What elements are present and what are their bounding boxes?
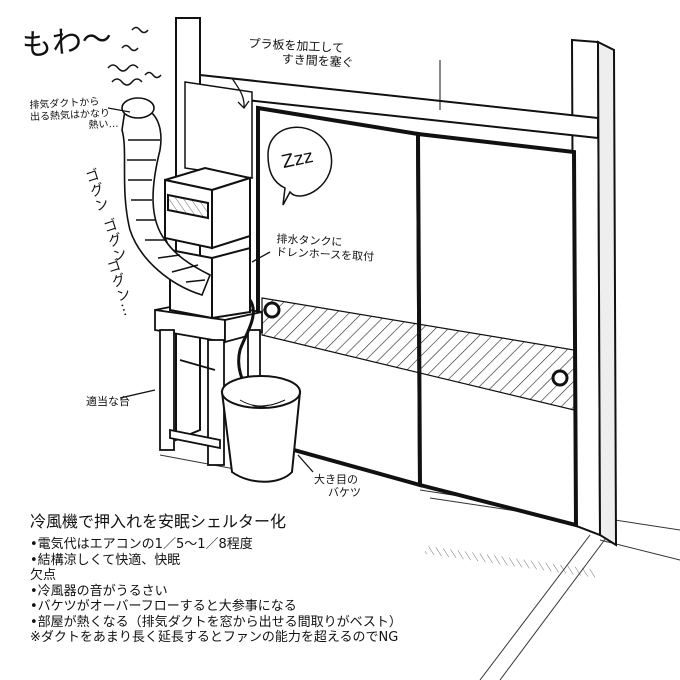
- door-pull-right: [551, 369, 569, 387]
- caption-line: •冷風器の音がうるさい: [30, 583, 168, 599]
- air-cooler: [164, 166, 254, 320]
- label-exhaust: 排気ダクトから 出る熱気はかなり 熱い…: [29, 96, 119, 135]
- label-bucket: 大き目の バケツ: [314, 473, 361, 499]
- heat-waves: [107, 26, 162, 86]
- caption-line: •結構涼しくて快適、快眠: [30, 552, 181, 568]
- label-plastic-board: プラ板を加工して すき間を塞ぐ: [247, 36, 354, 70]
- speech-bubble: [267, 126, 333, 206]
- bucket: [220, 375, 302, 483]
- door-pull-left: [263, 301, 281, 319]
- caption-body: •電気代はエアコンの1／5〜1／8程度 •結構涼しくて快適、快眠 欠点 •冷風器…: [30, 537, 402, 646]
- exhaust-duct: [121, 97, 212, 296]
- caption-title: 冷風機で押入れを安眠シェルター化: [30, 512, 287, 531]
- arrows: [107, 77, 314, 473]
- label-bucket-line2: バケツ: [328, 485, 361, 499]
- caption-line: ※ダクトをあまり長く延長するとファンの能力を超えるのでNG: [30, 630, 399, 645]
- caption-line: 欠点: [30, 568, 57, 583]
- label-drain: 排水タンクに ドレンホースを取付: [275, 232, 375, 263]
- caption-line: •バケツがオーバーフローすると大参事になる: [30, 599, 297, 614]
- caption-line: •部屋が熱くなる（排気ダクトを窓から出せる間取りがベスト）: [30, 614, 402, 630]
- caption-line: •電気代はエアコンの1／5〜1／8程度: [30, 537, 253, 552]
- label-stand: 適当な台: [86, 395, 130, 408]
- floor-hatch: [425, 545, 595, 578]
- label-bucket-line1: 大き目の: [314, 473, 358, 486]
